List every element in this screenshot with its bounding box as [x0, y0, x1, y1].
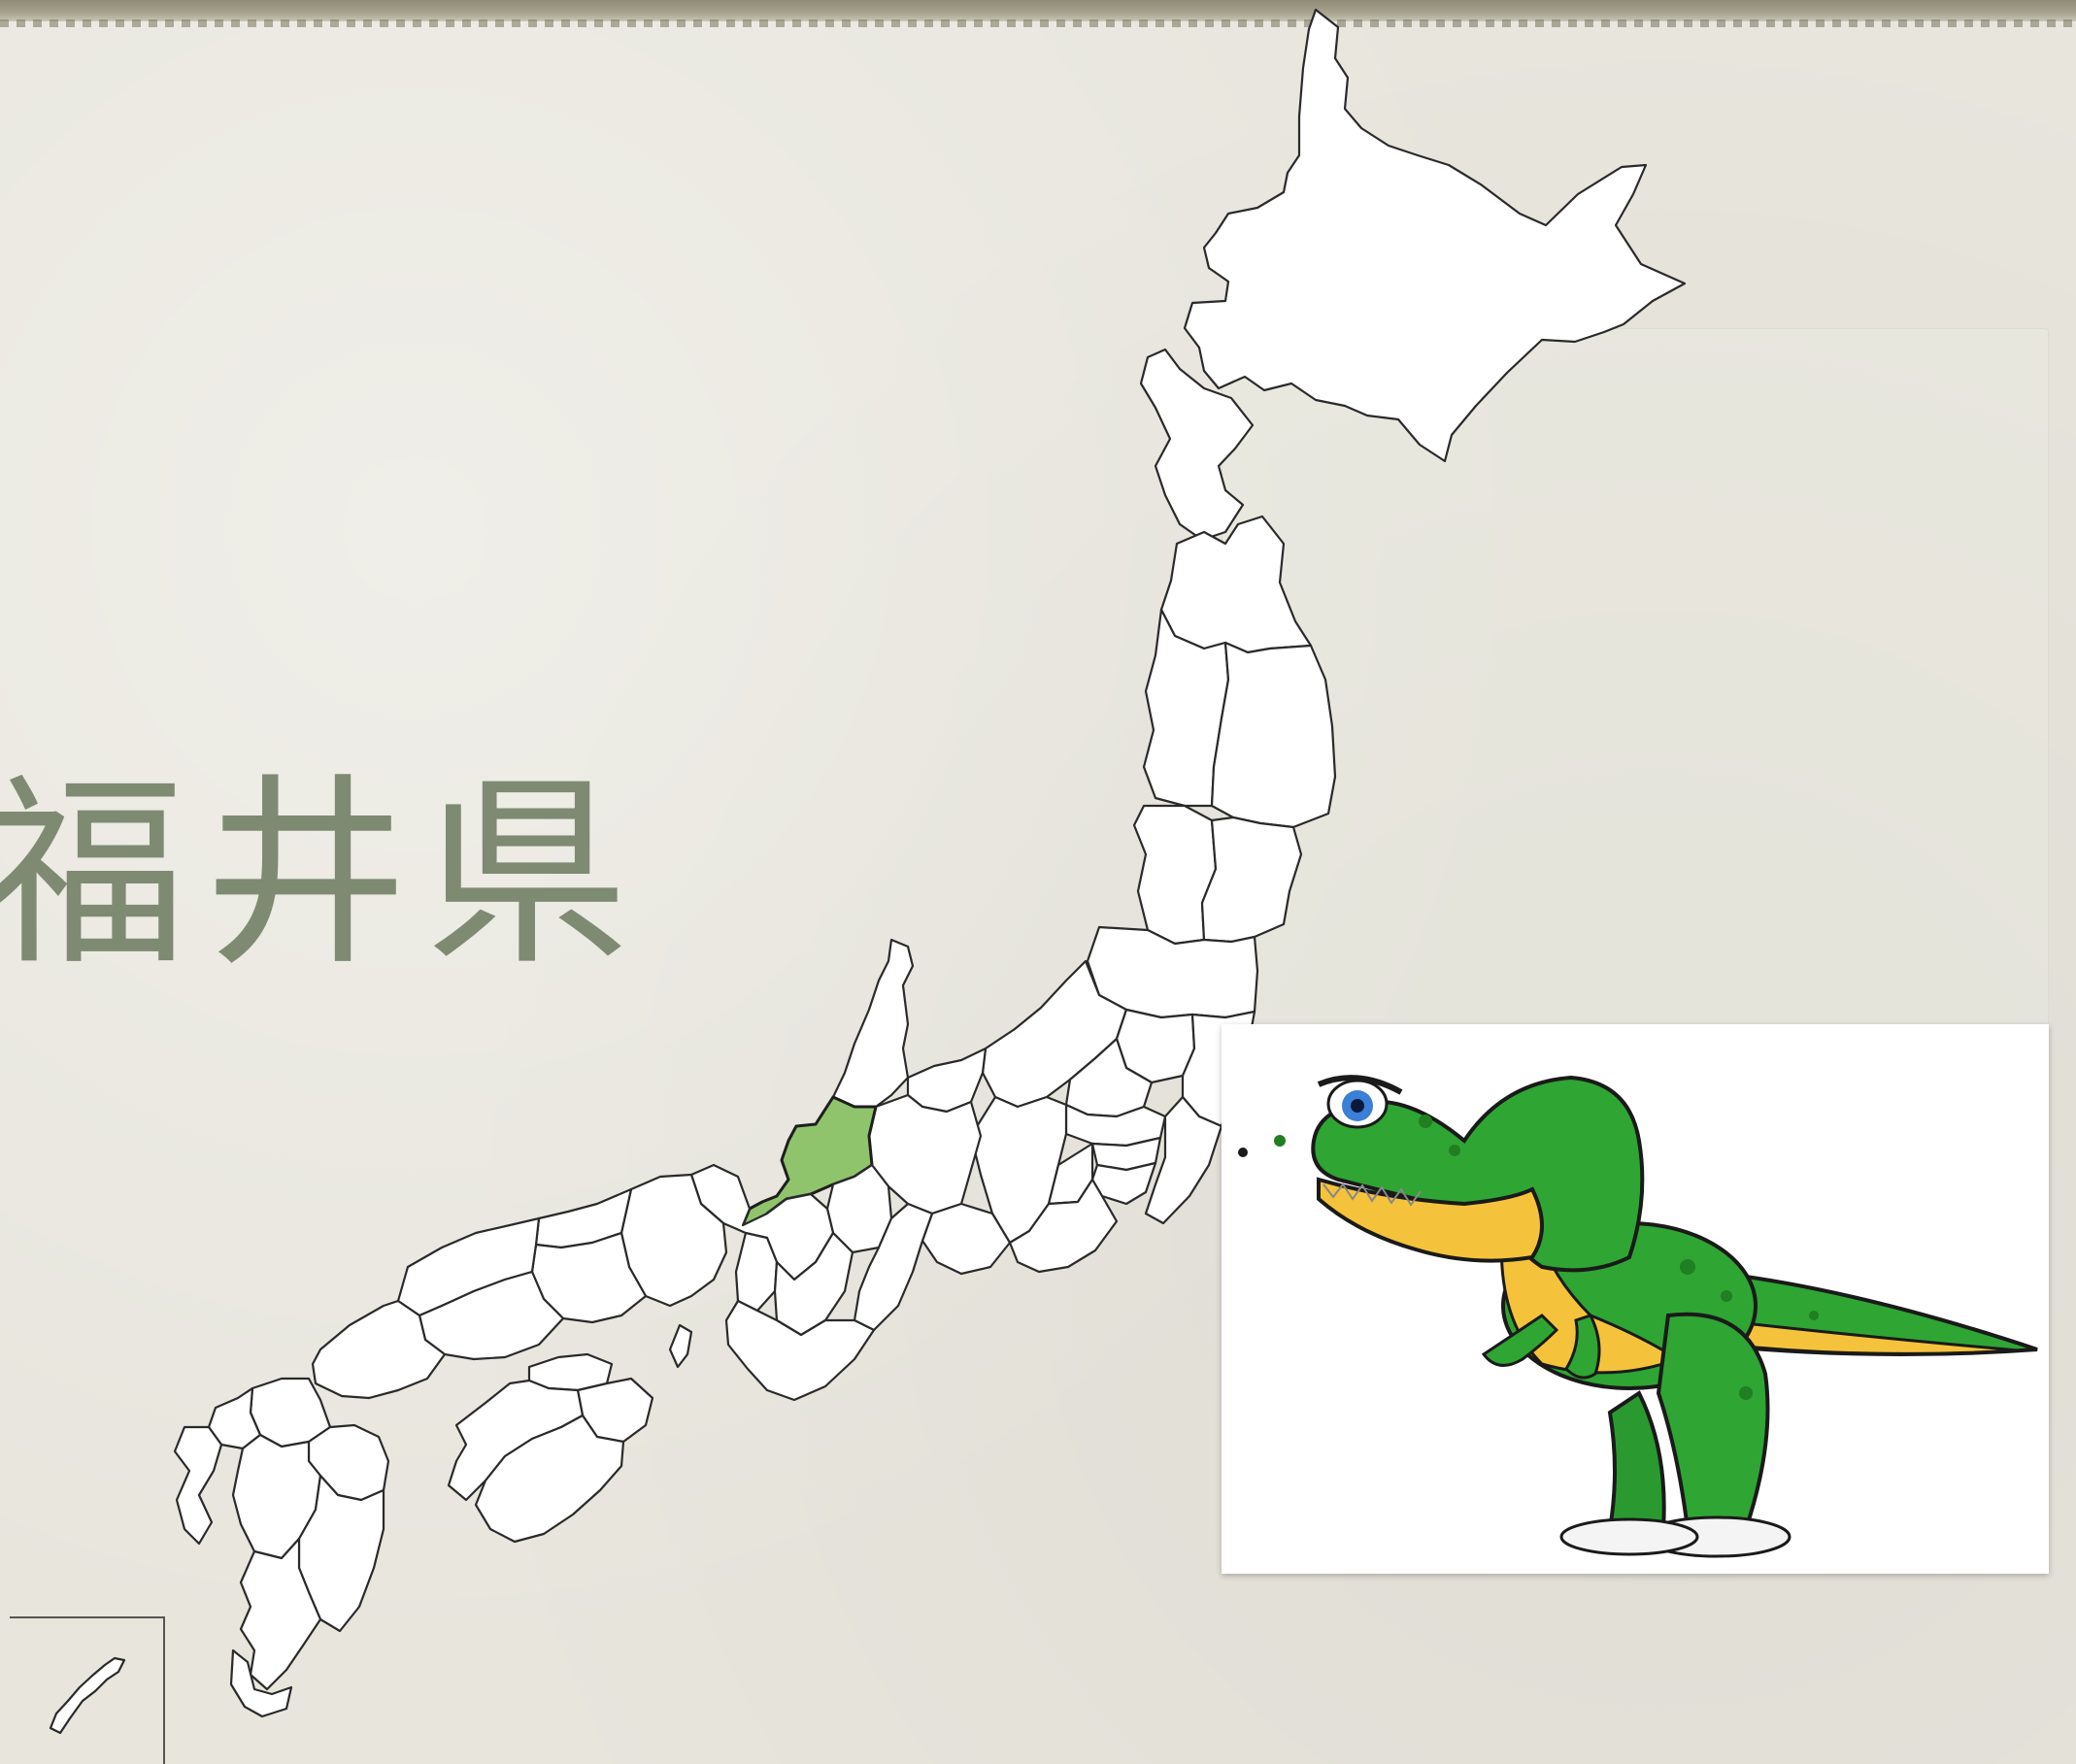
dinosaur-illustration: [1222, 1024, 2049, 1574]
map-mie: [853, 1202, 934, 1332]
map-awaji: [668, 1323, 693, 1369]
map-saitama: [1064, 1103, 1167, 1148]
map-osaka: [734, 1231, 779, 1313]
map-aomori: [1159, 515, 1313, 654]
map-nara: [773, 1231, 854, 1337]
map-nagasaki: [173, 1425, 223, 1546]
map-miyagi: [1200, 815, 1303, 944]
map-iwate: [1210, 641, 1337, 829]
map-hokkaido-south: [1139, 348, 1255, 542]
map-hokkaido: [1183, 8, 1687, 463]
map-yamaguchi: [311, 1299, 447, 1400]
map-chiba: [1144, 1095, 1223, 1225]
map-kagoshima-south: [229, 1648, 293, 1718]
map-shizuoka: [1008, 1178, 1119, 1274]
map-ishikawa: [831, 938, 915, 1109]
okinawa-inset-frame: [10, 1616, 165, 1764]
dinosaur-icon: [1238, 1075, 2038, 1558]
map-kochi: [474, 1414, 625, 1544]
slide-title: 福井県: [0, 755, 648, 993]
map-aichi: [921, 1202, 1012, 1276]
map-okinawa: [49, 1656, 126, 1735]
map-kagoshima: [239, 1537, 322, 1691]
slide-top-border: [0, 0, 2076, 27]
map-kyoto: [689, 1163, 835, 1281]
map-toyama: [906, 1047, 988, 1114]
map-wakayama: [724, 1299, 876, 1402]
